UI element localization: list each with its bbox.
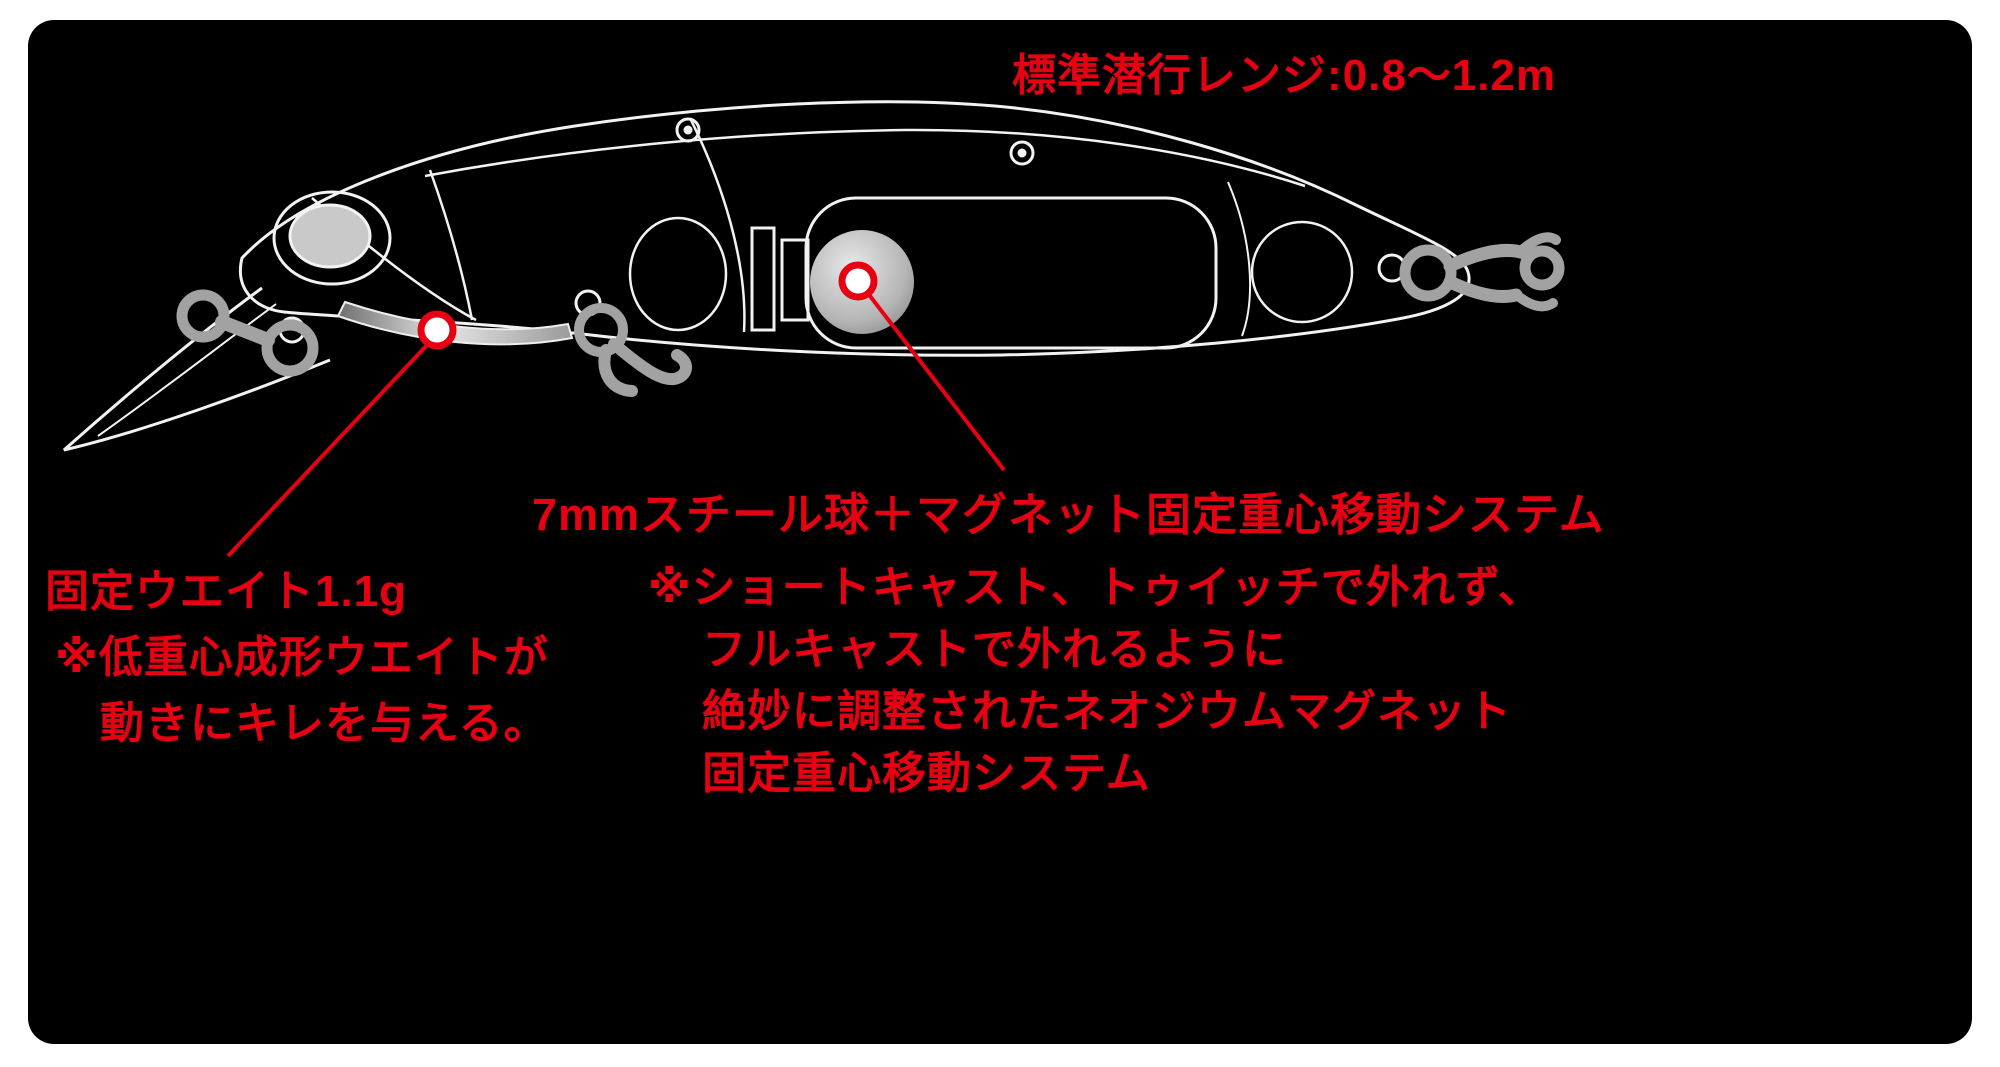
magnet-system-title: 7mmスチール球＋マグネット固定重心移動システム <box>532 489 1605 540</box>
magnet-system-note-line-4: 固定重心移動システム <box>702 749 1151 798</box>
tail-split-ring-icon <box>1399 244 1457 302</box>
magnet-system-note-line-2: フルキャストで外れるように <box>702 625 1287 674</box>
magnet-system-note-line-3: 絶妙に調整されたネオジウムマグネット <box>702 687 1512 736</box>
weight-runway-chamber <box>804 196 1218 350</box>
black-panel <box>28 20 1972 1044</box>
callout-line-magnet <box>868 294 1006 472</box>
fixed-weight-note-line-2: 動きにキレを与える。 <box>100 699 549 748</box>
fixed-weight-note-line-1: ※低重心成形ウエイトが <box>55 633 549 682</box>
hook-hardware <box>176 232 1565 397</box>
lure-body <box>63 100 1471 452</box>
magnet-bracket <box>750 226 776 332</box>
screw-icon <box>675 117 701 143</box>
callouts <box>226 261 1006 558</box>
callout-line-fixed-weight <box>226 342 430 558</box>
diving-range-label: 標準潜行レンジ:0.8～1.2m <box>1012 51 1557 100</box>
fixed-weight-title: 固定ウエイト1.1g <box>45 567 408 616</box>
screw-icon <box>1009 140 1035 166</box>
magnet-system-note-line-1: ※ショートキャスト、トゥイッチで外れず、 <box>648 563 1543 612</box>
eye-icon <box>272 190 392 286</box>
fixed-weight-marker-icon <box>417 310 457 350</box>
tail-hook-eye-icon <box>1519 245 1565 291</box>
steel-ball-marker-icon <box>838 261 878 301</box>
front-split-ring-icon <box>261 319 319 377</box>
belly-hook-icon <box>608 338 692 386</box>
